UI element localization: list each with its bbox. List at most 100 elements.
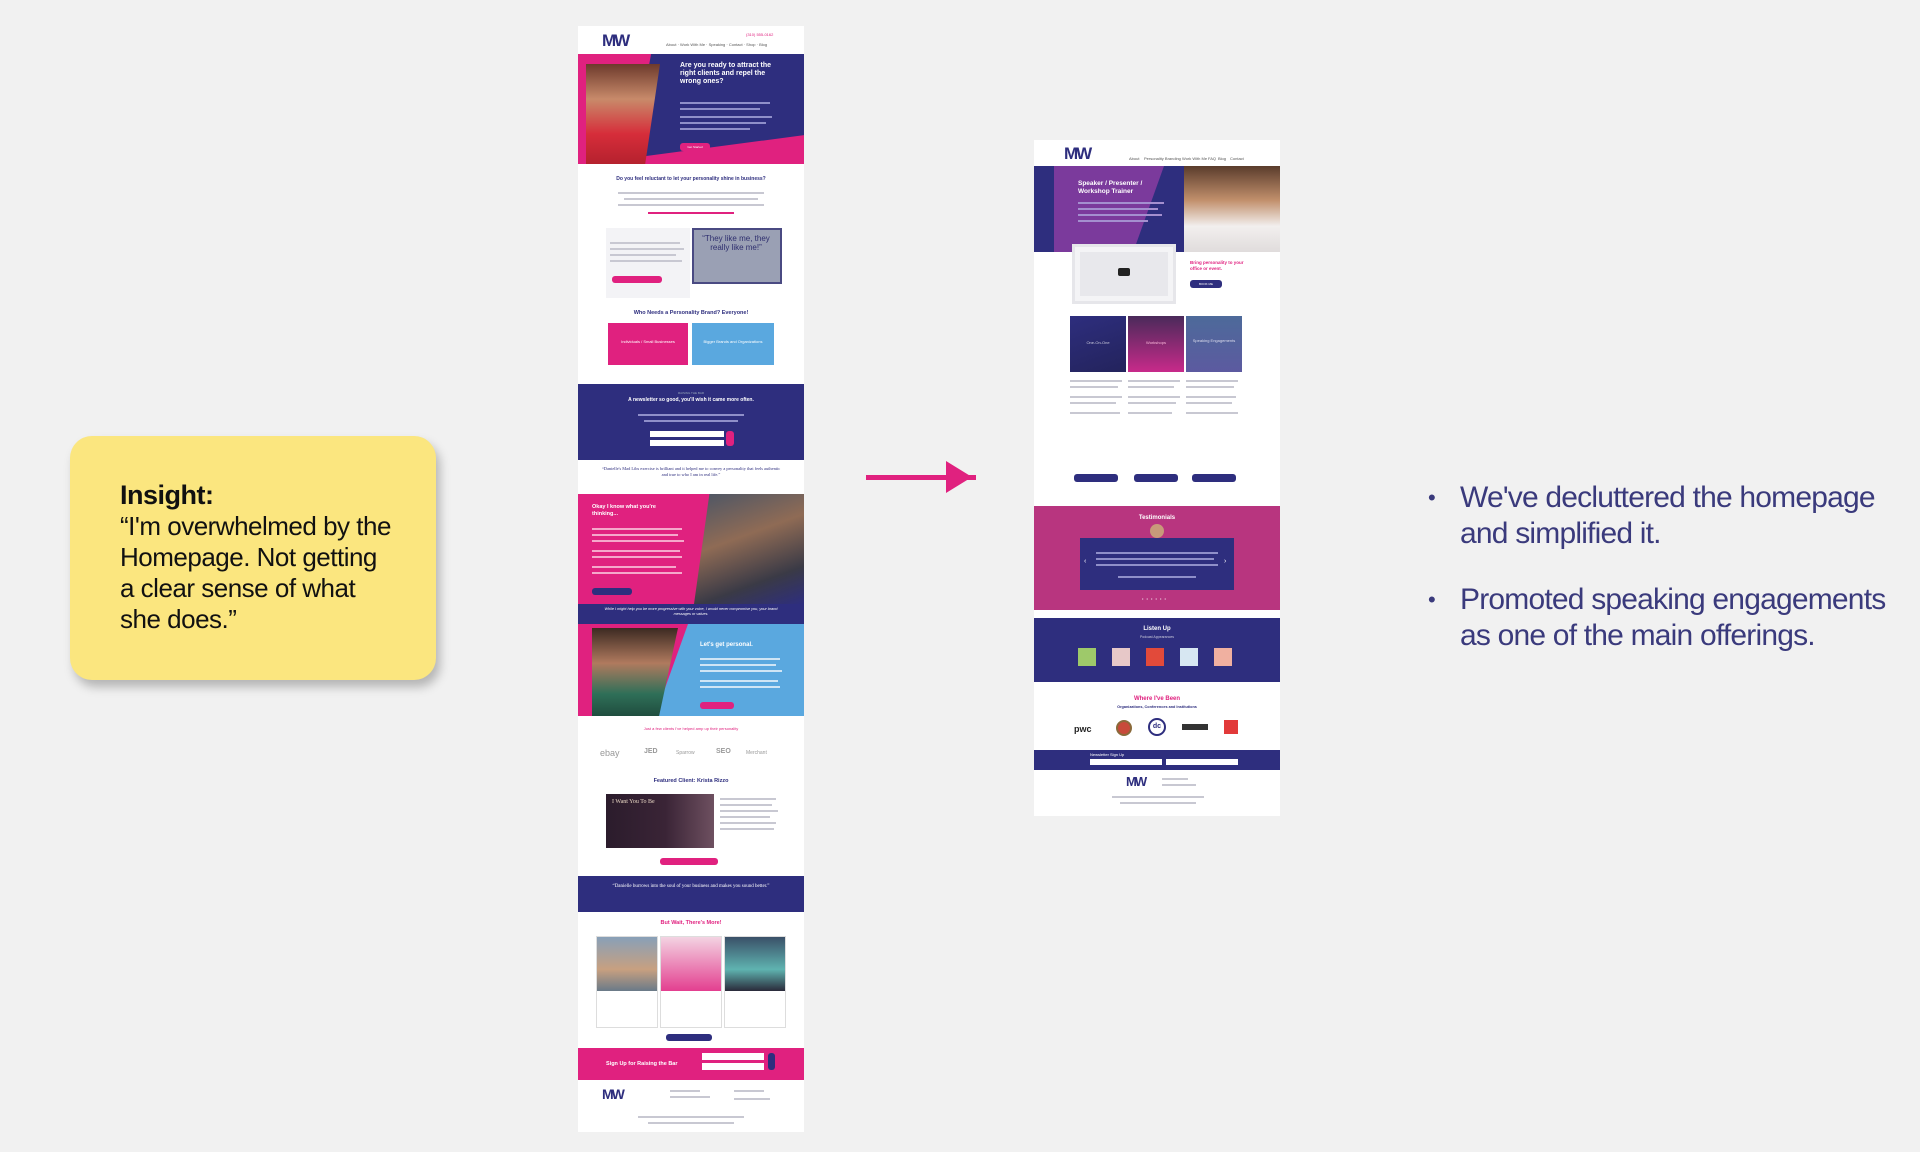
old-hero-heading: Are you ready to attract the right clien… xyxy=(680,62,772,85)
old-video-card[interactable] xyxy=(692,228,782,284)
old-quote1: “Danielle's Mad Libs exercise is brillia… xyxy=(601,466,781,477)
old-logo-ebay: ebay xyxy=(600,748,620,758)
new-service-button-3[interactable] xyxy=(1192,474,1236,482)
new-logo-5 xyxy=(1224,720,1238,734)
old-clients-line: Just a few clients I've helped amp up th… xyxy=(643,726,739,731)
bullet-dot-icon: • xyxy=(1428,485,1436,510)
new-newsletter-label: Newsletter Sign Up xyxy=(1090,752,1125,757)
old-logo-jed: JED xyxy=(644,748,658,755)
new-podcast-4[interactable] xyxy=(1180,648,1198,666)
old-newsletter-email[interactable] xyxy=(650,431,724,437)
old-logo-merchant: Merchant xyxy=(746,750,767,756)
new-book-button[interactable]: BOOK ME xyxy=(1190,280,1222,288)
old-band xyxy=(578,604,804,624)
new-testimonial-next-icon[interactable]: › xyxy=(1224,558,1227,565)
new-logo-pwc: pwc xyxy=(1074,724,1092,734)
new-service-workshops[interactable]: Workshops xyxy=(1128,316,1184,372)
new-logo: MW xyxy=(1064,144,1092,163)
bullet-dot-icon: • xyxy=(1428,587,1436,612)
old-video-quote: “They like me, they really like me!” xyxy=(702,234,770,252)
old-okay-photo xyxy=(694,494,804,604)
old-homepage-mockup: MW About · Work With Me · Speaking · Con… xyxy=(578,26,804,1132)
old-footer-logo: MW xyxy=(602,1086,625,1102)
old-signup-submit[interactable] xyxy=(768,1053,775,1070)
old-newsletter xyxy=(578,384,804,460)
old-header xyxy=(578,26,804,54)
new-logo-seal xyxy=(1116,720,1132,736)
old-featured-heading: Featured Client: Krista Rizzo xyxy=(653,778,729,784)
new-nav-work[interactable]: Work With Me xyxy=(1182,156,1208,161)
new-bring-text: Bring personality to your office or even… xyxy=(1190,260,1244,271)
arrow-line xyxy=(866,475,976,480)
new-footer-logo: MW xyxy=(1126,774,1147,789)
new-podcast-2[interactable] xyxy=(1112,648,1130,666)
new-service-speaking[interactable]: Speaking Engagements xyxy=(1186,316,1242,372)
old-signup-text: Sign Up for Raising the Bar xyxy=(606,1061,678,1067)
old-tile-brands[interactable]: Bigger Brands and Organizations xyxy=(692,323,774,365)
new-logo-dc: dc xyxy=(1148,718,1166,736)
old-more-heading: But Wait, There's More! xyxy=(660,920,722,926)
old-featured-button[interactable] xyxy=(660,858,718,865)
old-newsletter-name[interactable] xyxy=(650,440,724,446)
arrow-head-icon xyxy=(946,461,972,493)
new-testimonial-dots[interactable]: • • • • • • xyxy=(1142,596,1167,601)
new-listen-heading: Listen Up xyxy=(1143,626,1171,632)
new-where-sub: Organizations, Conferences and Instituti… xyxy=(1117,705,1197,709)
old-quote2: “Danielle burrows into the soul of your … xyxy=(612,884,770,889)
new-testimonials-heading: Testimonials xyxy=(1138,515,1176,521)
old-brand-button[interactable] xyxy=(612,276,662,283)
old-more-card1[interactable] xyxy=(596,936,658,1028)
new-nav-blog[interactable]: Blog xyxy=(1218,156,1227,161)
old-who-needs: Who Needs a Personality Brand? Everyone! xyxy=(633,310,749,316)
old-brand-card xyxy=(606,228,690,298)
old-more-button[interactable] xyxy=(666,1034,712,1041)
old-signup-email[interactable] xyxy=(702,1053,764,1060)
old-newsletter-kicker: RAISING THE BAR xyxy=(677,391,705,395)
old-hero-button[interactable]: Get Started xyxy=(680,143,710,151)
new-logo-4 xyxy=(1182,724,1208,730)
old-nav[interactable]: About · Work With Me · Speaking · Contac… xyxy=(666,42,768,47)
new-service-oneonone[interactable]: One-On-One xyxy=(1070,316,1126,372)
old-logo-seo: SEO xyxy=(716,748,731,755)
insight-quote: “I'm overwhelmed by the Homepage. Not ge… xyxy=(120,511,391,634)
old-contact: (310) 555-0162 xyxy=(746,32,774,37)
old-okay-heading: Okay I know what you're thinking... xyxy=(592,504,656,517)
old-more-card3[interactable] xyxy=(724,936,786,1028)
new-nav-branding[interactable]: Personality Branding xyxy=(1144,156,1181,161)
new-podcast-1[interactable] xyxy=(1078,648,1096,666)
old-okay-button[interactable] xyxy=(592,588,632,595)
new-podcast-5[interactable] xyxy=(1214,648,1232,666)
old-logo: MW xyxy=(602,31,630,50)
old-personal-button[interactable] xyxy=(700,702,734,709)
new-newsletter-name[interactable] xyxy=(1166,759,1238,765)
old-logo-sparrow: Sparrow xyxy=(676,750,695,756)
new-service-button-1[interactable] xyxy=(1074,474,1118,482)
new-testimonial-prev-icon[interactable]: ‹ xyxy=(1084,558,1087,565)
new-nav-about[interactable]: About xyxy=(1129,156,1140,161)
old-band-text: While I might help you be more progressi… xyxy=(604,607,778,616)
old-signup-name[interactable] xyxy=(702,1063,764,1070)
new-newsletter-email[interactable] xyxy=(1090,759,1162,765)
old-featured-image: I Want You To Be xyxy=(606,794,714,848)
new-homepage-mockup: MW About Personality Branding Work With … xyxy=(1034,140,1280,816)
old-newsletter-heading: A newsletter so good, you'll wish it cam… xyxy=(628,397,754,403)
new-podcast-3[interactable] xyxy=(1146,648,1164,666)
new-podcast-sub: Podcast Appearances xyxy=(1139,635,1175,639)
old-quote2-band xyxy=(578,876,804,912)
summary-bullets: •We've decluttered the homepage and simp… xyxy=(1428,480,1898,684)
old-tile-individuals[interactable]: Individuals / Small Businesses xyxy=(608,323,688,365)
new-where-heading: Where I've Been xyxy=(1133,696,1181,702)
old-newsletter-submit[interactable] xyxy=(726,431,734,446)
old-personal-heading: Let's get personal. xyxy=(700,642,753,648)
bullet-item: •Promoted speaking engagements as one of… xyxy=(1428,583,1886,652)
new-hero-heading: Speaker / Presenter / Workshop Trainer xyxy=(1078,180,1143,195)
new-nav-contact[interactable]: Contact xyxy=(1230,156,1244,161)
new-hero-photo xyxy=(1184,166,1280,252)
insight-note: Insight: “I'm overwhelmed by the Homepag… xyxy=(70,436,436,680)
old-more-card2[interactable] xyxy=(660,936,722,1028)
new-nav-faq[interactable]: FAQ xyxy=(1208,156,1217,161)
new-service-button-2[interactable] xyxy=(1134,474,1178,482)
old-signup-band xyxy=(578,1048,804,1080)
insight-title: Insight: xyxy=(120,480,214,510)
play-icon[interactable] xyxy=(1118,268,1130,276)
